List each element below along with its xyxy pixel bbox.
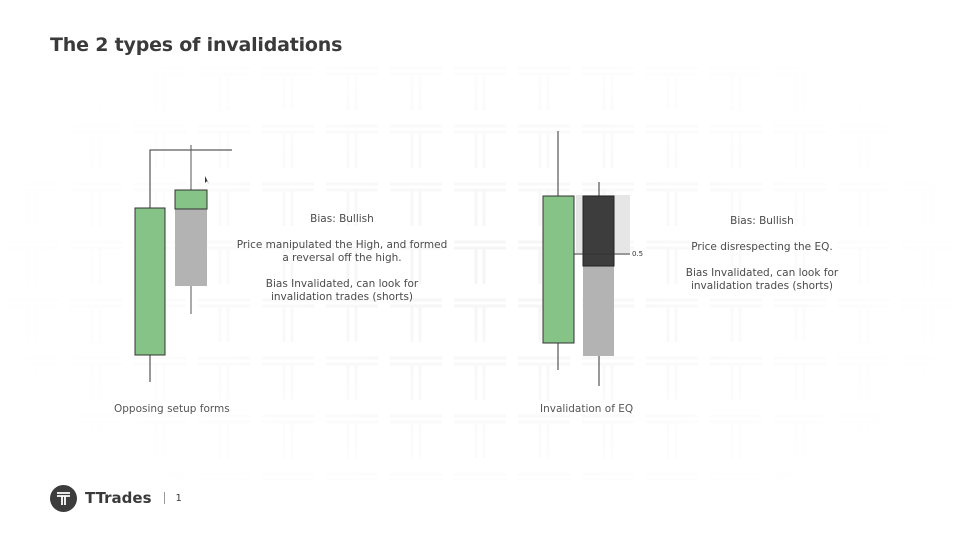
left-candle-1-body <box>134 207 166 356</box>
left-invalidation-line: invalidation trades (shorts) <box>270 291 414 303</box>
slide-title: The 2 types of invalidations <box>50 34 343 56</box>
right-candle-2-projected-body <box>583 266 614 356</box>
right-panel-caption: Invalidation of EQ <box>540 403 634 415</box>
right-invalidation-line: Bias Invalidated, can look for <box>685 267 839 279</box>
high-level-line <box>149 149 232 188</box>
eq-level-label: 0.5 <box>632 250 644 258</box>
right-explanation-text: Bias: Bullish Price disrespecting the EQ… <box>652 215 872 293</box>
left-explanation-line: a reversal off the high. <box>282 252 402 264</box>
left-explanation-text: Bias: Bullish Price manipulated the High… <box>232 213 452 304</box>
left-candle-group <box>134 145 232 382</box>
footer-divider <box>163 492 165 504</box>
ttrades-logo-icon <box>50 484 77 512</box>
right-candle-group <box>542 131 630 386</box>
right-bias-label: Bias: Bullish <box>730 215 794 227</box>
left-panel-caption: Opposing setup forms <box>114 403 230 415</box>
brand-name: TTrades <box>85 489 152 507</box>
right-explanation-line: Price disrespecting the EQ. <box>691 241 833 253</box>
right-invalidation-line: invalidation trades (shorts) <box>690 280 834 292</box>
page-number: 1 <box>175 492 182 504</box>
left-invalidation-line: Bias Invalidated, can look for <box>265 278 419 290</box>
left-candle-2-body <box>174 189 208 210</box>
footer: TTrades 1 <box>50 484 182 512</box>
right-candle-1-body <box>542 195 575 344</box>
right-candle-2-body <box>582 195 615 267</box>
left-candle-2-projected-body <box>175 209 207 286</box>
pointer-cursor-icon <box>205 176 209 184</box>
left-explanation-line: Price manipulated the High, and formed <box>236 239 448 251</box>
left-bias-label: Bias: Bullish <box>310 213 374 225</box>
